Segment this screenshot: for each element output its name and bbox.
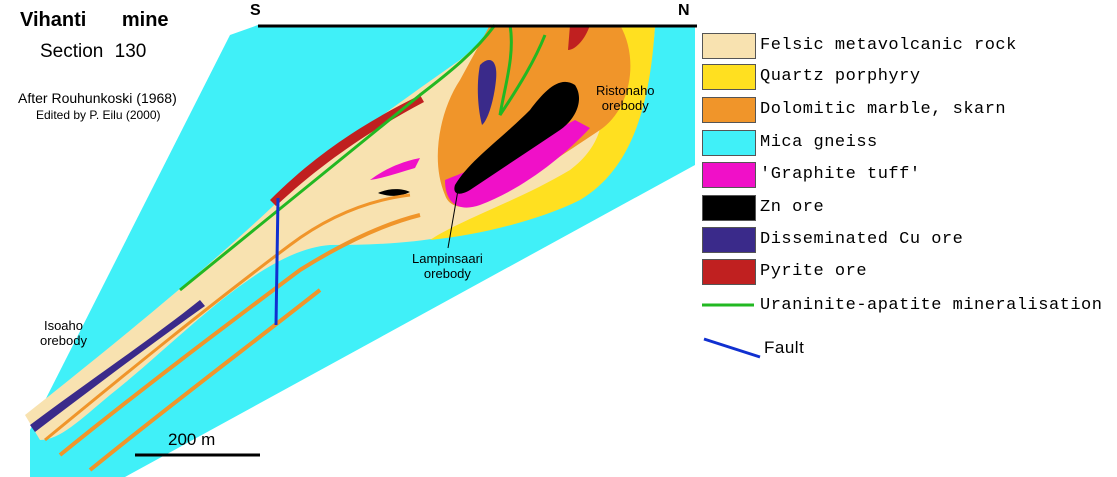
legend-item-mica-gneiss: Mica gneiss [702, 130, 1114, 158]
source-credit: After Rouhunkoski (1968) [18, 90, 177, 106]
legend-swatch [702, 227, 756, 253]
isoaho-label-line1: Isoaho [40, 318, 87, 333]
legend-label: Quartz porphyry [760, 67, 921, 86]
legend-label: Dolomitic marble, skarn [760, 100, 1006, 119]
legend-swatch [702, 162, 756, 188]
legend-swatch [702, 33, 756, 59]
scale-bar-label: 200 m [168, 430, 215, 450]
south-marker: S [250, 2, 261, 20]
legend-swatch [702, 97, 756, 123]
legend-label: 'Graphite tuff' [760, 165, 921, 184]
legend-item-zn-ore: Zn ore [702, 195, 1114, 223]
fault-line [276, 198, 278, 325]
legend-item-felsic: Felsic metavolcanic rock [702, 33, 1114, 61]
ristonaho-orebody-label: Ristonaho orebody [596, 83, 655, 113]
section-label: Section 130 [40, 41, 146, 63]
geological-cross-section [0, 0, 700, 477]
lampinsaari-label-line1: Lampinsaari [412, 251, 483, 266]
legend-line-sample [702, 335, 764, 361]
legend-swatch [702, 130, 756, 156]
isoaho-orebody-label: Isoaho orebody [40, 318, 87, 348]
legend-item-graphite-tuff: 'Graphite tuff' [702, 162, 1114, 190]
map-title: Vihanti mine [20, 9, 169, 32]
legend-label: Zn ore [760, 198, 824, 217]
ristonaho-label-line2: orebody [596, 98, 655, 113]
legend-item-uraninite: Uraninite-apatite mineralisation [702, 293, 1114, 321]
legend-label: Felsic metavolcanic rock [760, 36, 1017, 55]
legend-label: Uraninite-apatite mineralisation [760, 296, 1102, 315]
legend-label: Disseminated Cu ore [760, 230, 963, 249]
isoaho-label-line2: orebody [40, 333, 87, 348]
ristonaho-label-line1: Ristonaho [596, 83, 655, 98]
legend-item-pyrite-ore: Pyrite ore [702, 259, 1114, 287]
lampinsaari-orebody-label: Lampinsaari orebody [412, 251, 483, 281]
legend-item-quartz-porphyry: Quartz porphyry [702, 64, 1114, 92]
legend-label: Fault [764, 338, 804, 358]
legend-item-dolomitic-marble: Dolomitic marble, skarn [702, 97, 1114, 125]
legend-label: Pyrite ore [760, 262, 867, 281]
legend-swatch [702, 259, 756, 285]
legend-swatch [702, 195, 756, 221]
north-marker: N [678, 2, 690, 20]
lampinsaari-label-line2: orebody [412, 266, 483, 281]
legend-item-cu-ore: Disseminated Cu ore [702, 227, 1114, 255]
legend-line-sample [702, 293, 756, 313]
legend-item-fault: Fault [702, 335, 1114, 363]
editor-credit: Edited by P. Eilu (2000) [36, 108, 161, 122]
legend-label: Mica gneiss [760, 133, 878, 152]
legend-swatch [702, 64, 756, 90]
